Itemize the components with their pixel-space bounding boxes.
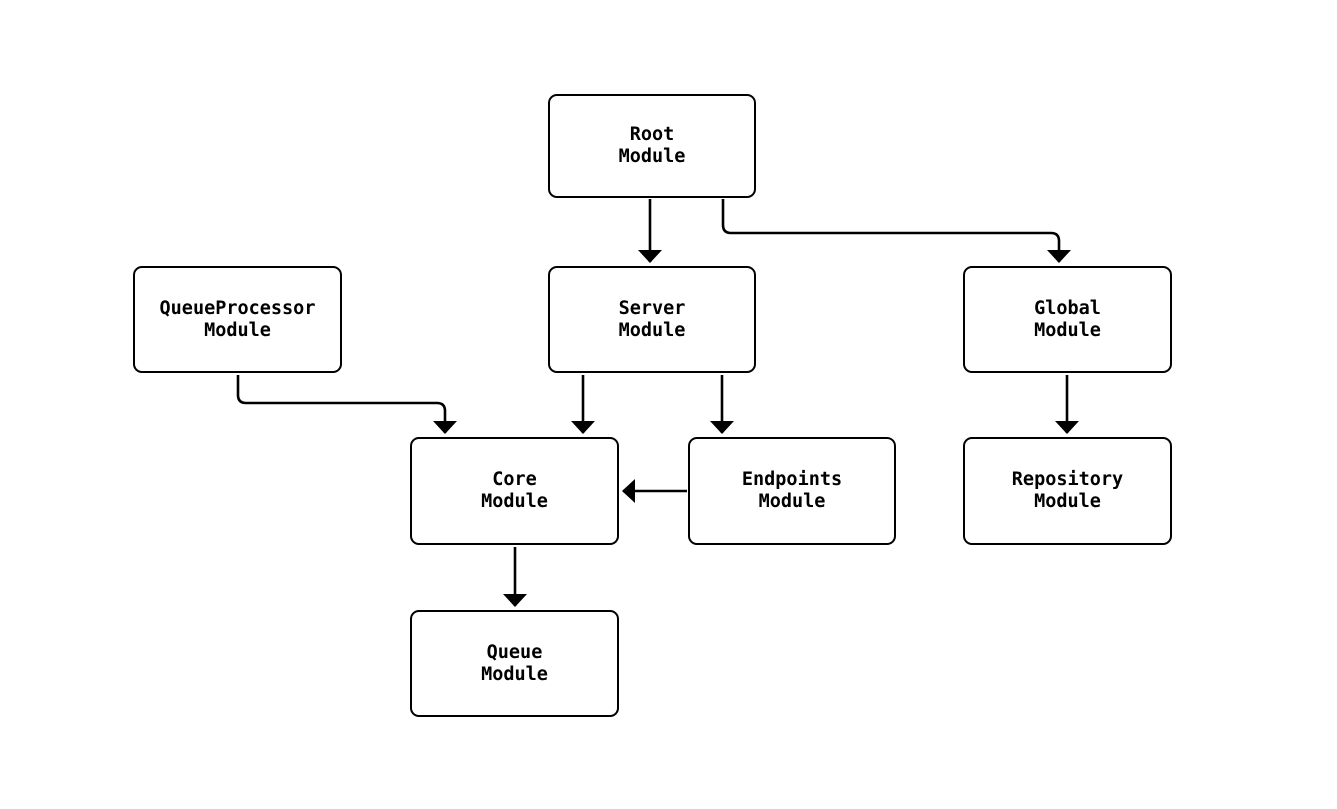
node-label-line1: Global [1034,297,1101,319]
node-label-line2: Module [618,146,686,167]
node-label-line2: Module [618,319,686,341]
node-label-line2: Module [481,663,548,685]
node-label-line1: Core [492,469,537,490]
node-label-line2: Module [758,491,826,512]
node-label-line1: Queue [486,641,543,663]
node-label-line2: Module [1034,319,1101,341]
node-label-line2: Module [481,491,548,512]
node-server-module: Server Module [548,266,756,373]
edge-root-to-global [721,199,1071,263]
node-global-module: Global Module [963,266,1172,373]
edge-queueprocessor-to-core [236,375,457,434]
node-core-module: Core Module [410,437,619,545]
node-label-line2: Module [204,319,271,341]
node-root-module: Root Module [548,94,756,198]
node-label-line1: Root [629,124,675,145]
node-label-line1: Repository [1011,469,1124,490]
node-label-line2: Module [1034,491,1101,512]
node-queueprocessor-module: QueueProcessor Module [133,266,342,373]
node-label-line1: QueueProcessor [159,297,316,319]
node-label-line1: Server [618,297,686,319]
node-label-line1: Endpoints [741,469,843,490]
node-repository-module: Repository Module [963,437,1172,545]
node-queue-module: Queue Module [410,610,619,717]
node-endpoints-module: Endpoints Module [688,437,896,545]
